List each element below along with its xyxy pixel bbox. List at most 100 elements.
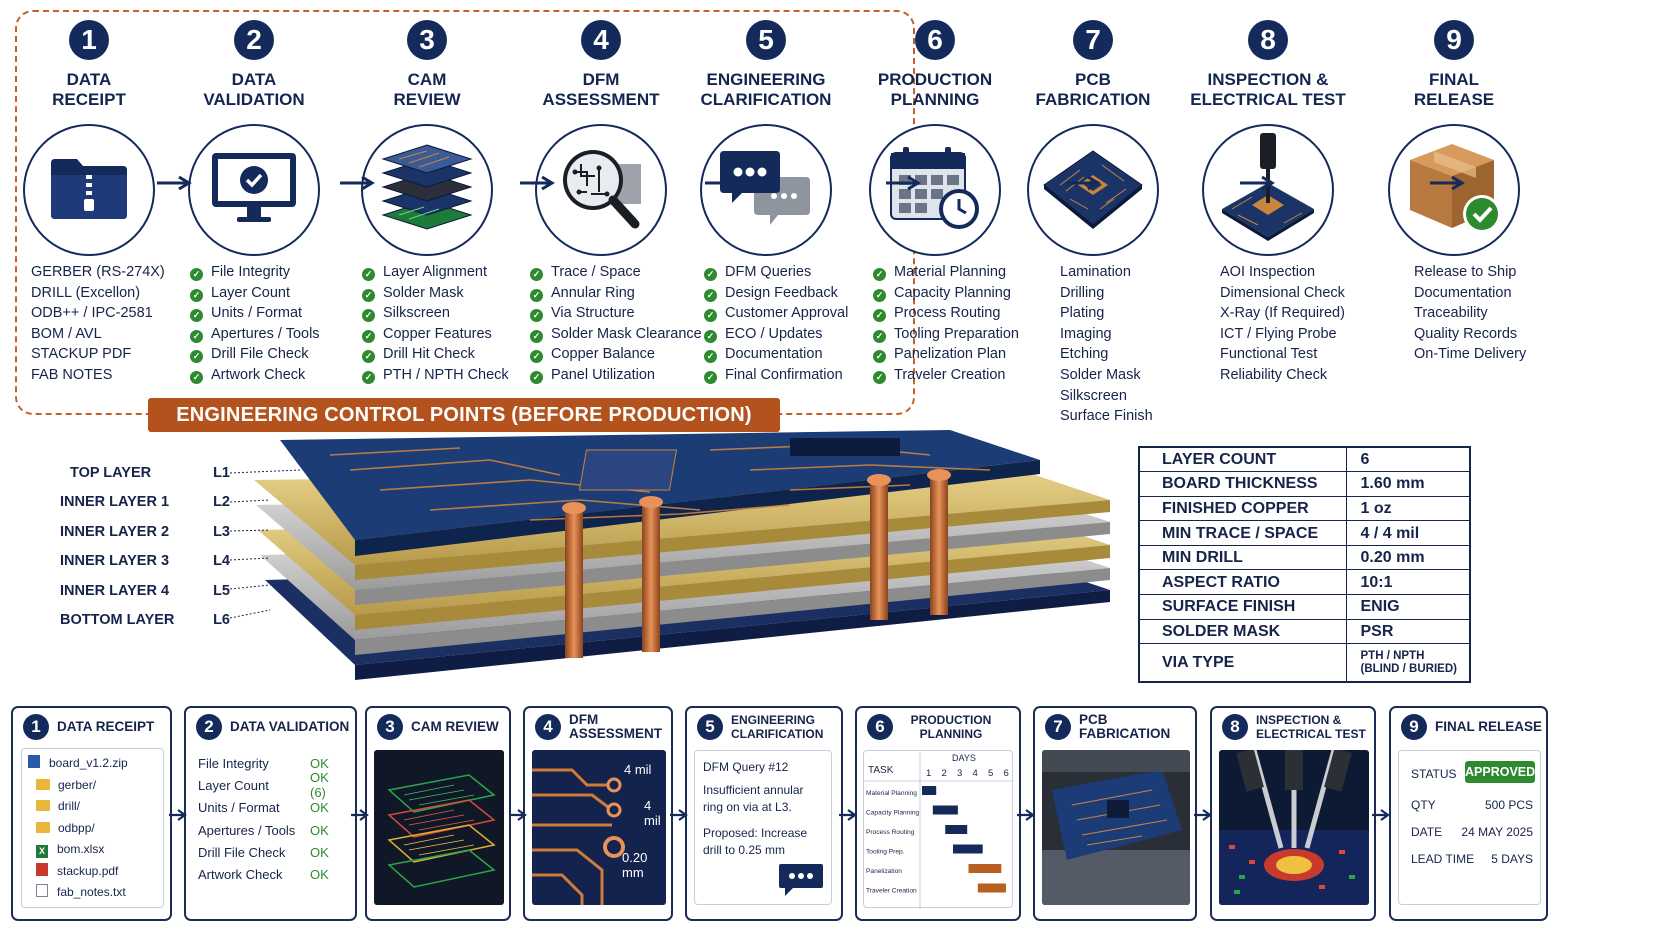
flow-arrow-icon	[509, 809, 527, 821]
check-icon: ✓	[362, 288, 375, 302]
folder-zip-icon	[49, 155, 129, 226]
checklist-item: ✓Units / Format	[190, 303, 320, 324]
release-value: 500 PCS	[1484, 797, 1533, 812]
check-icon: ✓	[873, 370, 886, 384]
flow-arrow-icon	[1372, 809, 1390, 821]
file-entry[interactable]: board_v1.2.zip	[28, 753, 157, 775]
gantt-day-label: 4	[973, 768, 978, 779]
check-icon: ✓	[190, 370, 203, 384]
step-title: FINAL RELEASE	[1413, 70, 1495, 109]
check-icon: ✓	[873, 309, 886, 323]
checklist-item: ✓Drill Hit Check	[362, 344, 509, 365]
gantt-day-label: 3	[957, 768, 962, 779]
step-checklist: ✓Material Planning✓Capacity Planning✓Pro…	[873, 262, 1019, 386]
checklist-item: ✓Via Structure	[530, 303, 702, 324]
gantt-bar	[968, 864, 1002, 873]
spec-key: LAYER COUNT	[1138, 446, 1347, 473]
checklist-item: ✓Artwork Check	[190, 365, 320, 386]
file-entry[interactable]: fab_notes.txt	[28, 882, 157, 904]
step-number: 6	[915, 20, 955, 60]
gantt-days-header: DAYS	[952, 753, 976, 763]
step-title: DATA VALIDATION	[203, 70, 305, 109]
spec-key: VIA TYPE	[1138, 643, 1347, 683]
file-entry[interactable]: drill/	[28, 796, 157, 818]
gantt-task-header: TASK	[868, 765, 894, 776]
check-icon: ✓	[530, 370, 543, 384]
checklist-item: ✓Layer Count	[190, 283, 320, 304]
probe-test-icon	[1218, 132, 1318, 248]
checklist-item: Solder Mask	[1060, 366, 1141, 383]
step-number: 4	[581, 20, 621, 60]
checklist-item: Etching	[1060, 346, 1109, 363]
pcb-stackup-illustration	[230, 430, 1110, 680]
check-icon: ✓	[530, 288, 543, 302]
engineering-control-banner: ENGINEERING CONTROL POINTS (BEFORE PRODU…	[148, 398, 780, 432]
gantt-task-label: Process Routing	[866, 829, 915, 836]
dfm-trace-image: 4 mil 4 mil 0.20 mm	[532, 750, 666, 905]
flow-arrow-icon	[169, 809, 187, 821]
monitor-check-icon	[209, 150, 299, 231]
check-icon: ✓	[704, 288, 717, 302]
gantt-day-label: 6	[1004, 768, 1009, 779]
spec-value: 0.20 mm	[1345, 544, 1471, 571]
spec-value: 10:1	[1345, 569, 1471, 596]
check-icon: ✓	[530, 309, 543, 323]
checklist-item: Release to Ship	[1414, 264, 1517, 280]
step-checklist: ✓Layer Alignment✓Solder Mask✓Silkscreen✓…	[362, 262, 509, 386]
release-value: 5 DAYS	[1491, 851, 1533, 866]
checklist-item: BOM / AVL	[31, 325, 102, 342]
excel-icon: X	[36, 845, 48, 858]
checklist-item: ✓Traveler Creation	[873, 365, 1019, 386]
spec-value: 1.60 mm	[1345, 471, 1471, 497]
step-title: DATA RECEIPT	[52, 70, 126, 109]
gantt-bar	[953, 844, 983, 854]
checklist-item: ✓Copper Balance	[530, 344, 702, 365]
validation-key: Layer Count	[198, 777, 269, 793]
step-icon-circle	[188, 124, 320, 256]
file-entry[interactable]: odbpp/	[28, 818, 157, 840]
step-number: 2	[234, 20, 274, 60]
checklist-item: ✓Material Planning	[873, 262, 1019, 283]
release-key: DATE	[1411, 824, 1443, 839]
process-step-8: 8 INSPECTION & ELECTRICAL TEST	[1178, 20, 1358, 256]
step-checklist: ✓Trace / Space✓Annular Ring✓Via Structur…	[530, 262, 702, 386]
validation-status: OK	[310, 755, 329, 771]
status-label: STATUS	[1411, 767, 1457, 781]
validation-key: Apertures / Tools	[198, 822, 296, 838]
step-icon-circle	[1202, 124, 1334, 256]
step-icon-circle	[361, 124, 493, 256]
checklist-item: On-Time Delivery	[1414, 346, 1527, 363]
checklist-item: Plating	[1060, 305, 1105, 322]
file-entry[interactable]: gerber/	[28, 775, 157, 797]
gantt-task-label: Traveler Creation	[866, 888, 917, 895]
checklist-item: ✓Annular Ring	[530, 283, 702, 304]
pdf-icon	[36, 862, 48, 876]
checklist-item: Quality Records	[1414, 325, 1518, 342]
checklist-item: AOI Inspection	[1220, 264, 1316, 280]
file-entry[interactable]: stackup.pdf	[28, 861, 157, 883]
step-title: ENGINEERING CLARIFICATION	[700, 70, 832, 109]
checklist-item: ✓Tooling Preparation	[873, 324, 1019, 345]
dfm-label: 4 mil	[624, 762, 652, 777]
